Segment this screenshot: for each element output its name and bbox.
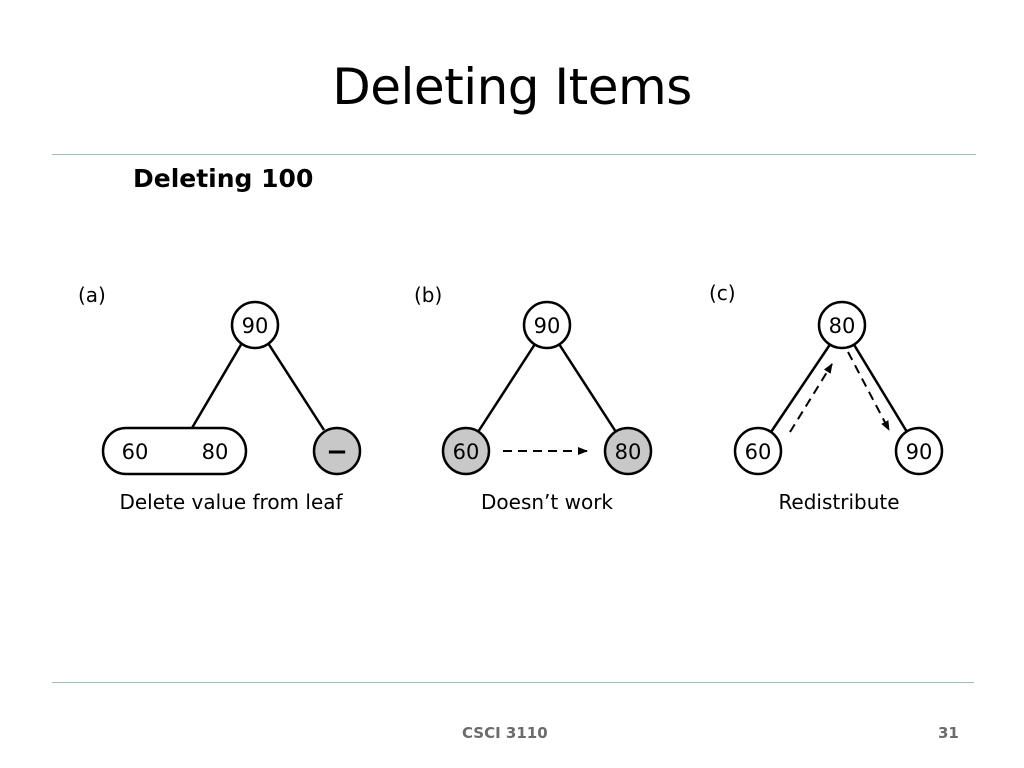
slide-title: Deleting Items [332, 58, 692, 116]
panel-a-label: (a) [78, 283, 106, 307]
panel-b-root-node [522, 300, 572, 350]
panel-a-left-edge [190, 342, 244, 429]
panel-b-left-edge [476, 343, 537, 433]
panel-b-right-value: 80 [615, 440, 642, 464]
panel-a-leaf-node [101, 426, 248, 476]
page-number: 31 [938, 724, 959, 742]
panel-c: (c) 80 60 90 Redistribute [709, 281, 944, 514]
panel-c-label: (c) [709, 281, 736, 305]
panel-c-root-value: 80 [829, 314, 856, 338]
panel-a-root-node [230, 300, 280, 350]
panel-b-left-node [441, 426, 491, 476]
panel-b-caption: Doesn’t work [481, 490, 613, 514]
panel-b-right-edge [557, 343, 618, 433]
panel-b-right-node [603, 426, 653, 476]
panel-a-root-value: 90 [242, 314, 269, 338]
footer-course: CSCI 3110 [462, 724, 548, 742]
panel-c-right-value: 90 [906, 440, 933, 464]
panel-a-leaf-value-2: 80 [202, 440, 229, 464]
panel-b-root-value: 90 [534, 314, 561, 338]
panel-b: (b) 90 60 80 Doesn’t work [414, 283, 653, 514]
panel-a: (a) 90 60 80 − Delete value from leaf [78, 283, 362, 514]
panel-a-empty-node [312, 426, 362, 476]
footer-divider [52, 682, 974, 683]
panel-b-label: (b) [414, 283, 442, 307]
panel-c-up-arrow [789, 363, 833, 433]
panel-c-right-edge [851, 342, 909, 433]
panel-c-left-node [733, 426, 783, 476]
panel-a-right-edge [266, 342, 326, 431]
panel-c-left-value: 60 [745, 440, 772, 464]
title-divider [52, 154, 976, 155]
panel-c-caption: Redistribute [778, 490, 899, 514]
slide-subtitle: Deleting 100 [133, 164, 314, 193]
panel-b-left-value: 60 [453, 440, 480, 464]
panel-c-root-node [817, 300, 867, 350]
panel-a-caption: Delete value from leaf [119, 490, 343, 514]
panel-c-right-node [894, 426, 944, 476]
panel-c-left-edge [769, 342, 833, 433]
panel-a-empty-marker: − [326, 437, 348, 467]
panel-a-leaf-value-1: 60 [122, 440, 149, 464]
